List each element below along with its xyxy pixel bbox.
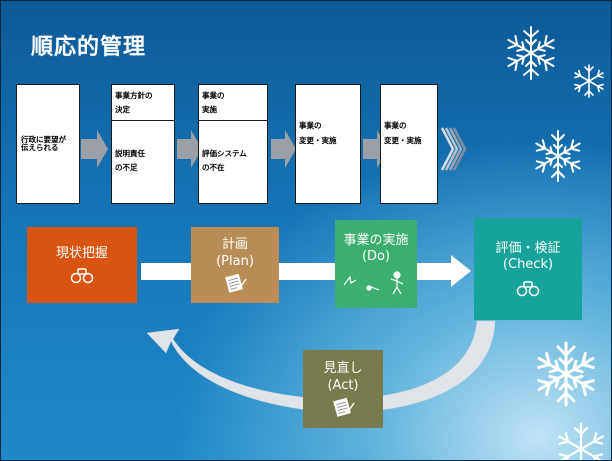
- process-text: 評価システム の不在: [202, 149, 247, 173]
- cycle-card-current: 現状把握: [27, 227, 137, 303]
- snowflake-icon: [555, 422, 607, 460]
- process-arrow: [271, 130, 296, 168]
- process-arrow: [177, 130, 202, 168]
- process-box-change-1: 事業の 変更・実施: [295, 84, 361, 204]
- process-text: 事業の 変更・実施: [299, 121, 337, 145]
- connector-bar: [279, 263, 335, 280]
- box-divider: [112, 120, 174, 121]
- process-box-request: 行政に要望が 伝えられる: [16, 84, 80, 204]
- process-box-implement: 事業の 実施 評価システム の不在: [198, 84, 268, 204]
- notepad-icon: [225, 273, 247, 293]
- cycle-card-act: 見直し (Act): [303, 350, 383, 428]
- process-box-policy: 事業方針の 決定 説明責任 の不足: [111, 84, 175, 204]
- notepad-icon: [333, 397, 355, 417]
- snowflake-icon: [532, 130, 584, 182]
- process-box-change-2: 事業の 変更・実施: [380, 84, 438, 204]
- snowflake-icon: [572, 64, 606, 98]
- snowflake-icon: [503, 26, 559, 80]
- card-label: 評価・検証 (Check): [495, 240, 561, 272]
- process-text: 事業の 変更・実施: [384, 121, 422, 145]
- process-text: 事業の 実施: [202, 91, 225, 115]
- slide-title: 順応的管理: [31, 35, 147, 60]
- card-label: 計画 (Plan): [216, 237, 254, 269]
- process-arrow: [81, 130, 108, 168]
- cycle-card-check: 評価・検証 (Check): [474, 218, 582, 320]
- binoculars-icon: [70, 268, 94, 284]
- binoculars-icon: [516, 281, 540, 297]
- fading-arrow: [440, 127, 467, 171]
- cycle-card-plan: 計画 (Plan): [191, 227, 279, 303]
- card-label: 見直し (Act): [323, 361, 363, 393]
- card-label: 現状把握: [55, 245, 108, 261]
- worker-icons: [343, 271, 404, 295]
- process-text: 行政に要望が 伝えられる: [21, 135, 66, 153]
- process-text: 説明責任 の不足: [115, 149, 145, 173]
- snowflake-icon: [533, 341, 599, 407]
- box-divider: [199, 120, 267, 121]
- return-arrow: [146, 320, 496, 413]
- connector-bar: [417, 263, 453, 280]
- process-text: 事業方針の 決定: [115, 91, 153, 115]
- connector-bar: [141, 263, 191, 280]
- cycle-card-do: 事業の実施 (Do): [335, 220, 417, 308]
- card-label: 事業の実施 (Do): [343, 232, 409, 264]
- connector-arrowhead: [451, 255, 471, 287]
